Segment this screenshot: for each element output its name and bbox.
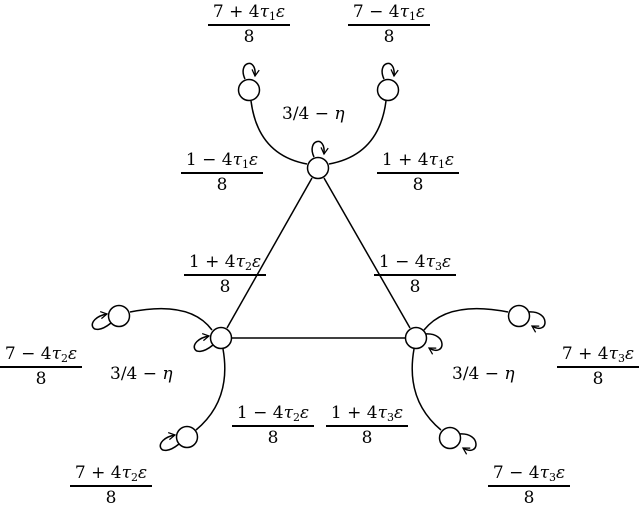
edge-top-to-outer-right <box>328 100 387 165</box>
label-edge-left-up: 1 + 4τ2ε 8 <box>184 254 266 296</box>
eta-symbol: η <box>162 364 173 384</box>
edge-right-to-outer-bottom <box>411 348 442 431</box>
self-loop-center-left <box>193 332 214 352</box>
label-edge-right-down: 1 + 4τ3ε 8 <box>326 405 408 447</box>
label-loop-top-left: 7 + 4τ1ε 8 <box>208 4 290 46</box>
eta-symbol: η <box>334 104 345 124</box>
node-outer-right-top <box>507 304 531 328</box>
self-loop-center-right <box>424 333 443 355</box>
self-loop-outer-left-bottom <box>159 431 180 451</box>
node-center-left <box>209 326 233 350</box>
node-outer-left-top <box>107 304 131 328</box>
edge-top-right <box>323 177 411 329</box>
self-loop-top <box>311 140 329 158</box>
label-loop-top-right: 7 − 4τ1ε 8 <box>348 4 430 46</box>
node-outer-top-left <box>237 78 261 102</box>
edge-top-left <box>226 177 313 329</box>
edge-right-to-outer-top <box>423 307 509 331</box>
eta-symbol: η <box>504 364 515 384</box>
self-loop-outer-right-top <box>527 311 546 333</box>
self-loop-outer-top-right <box>381 62 399 80</box>
label-edge-right-up: 1 − 4τ3ε 8 <box>374 254 456 296</box>
node-outer-top-right <box>376 78 400 102</box>
edge-left-to-outer-bottom <box>195 348 226 431</box>
label-edge-top-right: 1 + 4τ1ε 8 <box>377 152 459 194</box>
label-loop-left-bottom: 7 + 4τ2ε 8 <box>70 465 152 507</box>
label-loop-right-bottom: 7 − 4τ3ε 8 <box>488 465 570 507</box>
label-loop-left-top: 7 − 4τ2ε 8 <box>0 346 82 388</box>
label-self-top: 3/4 − η <box>282 104 345 124</box>
node-center-right <box>404 326 428 350</box>
edge-left-to-outer-top <box>129 307 213 331</box>
edge-top-to-outer-left <box>250 100 308 165</box>
node-outer-right-bottom <box>438 426 462 450</box>
node-outer-left-bottom <box>175 425 199 449</box>
label-edge-top-left: 1 − 4τ1ε 8 <box>181 152 263 194</box>
label-loop-right-top: 7 + 4τ3ε 8 <box>557 346 639 388</box>
node-center-top <box>306 156 330 180</box>
self-loop-outer-top-left <box>242 62 260 80</box>
label-self-right: 3/4 − η <box>452 364 515 384</box>
self-loop-outer-left-top <box>91 310 112 330</box>
label-self-left: 3/4 − η <box>110 364 173 384</box>
label-edge-left-down: 1 − 4τ2ε 8 <box>232 405 314 447</box>
self-loop-outer-right-bottom <box>458 433 477 455</box>
